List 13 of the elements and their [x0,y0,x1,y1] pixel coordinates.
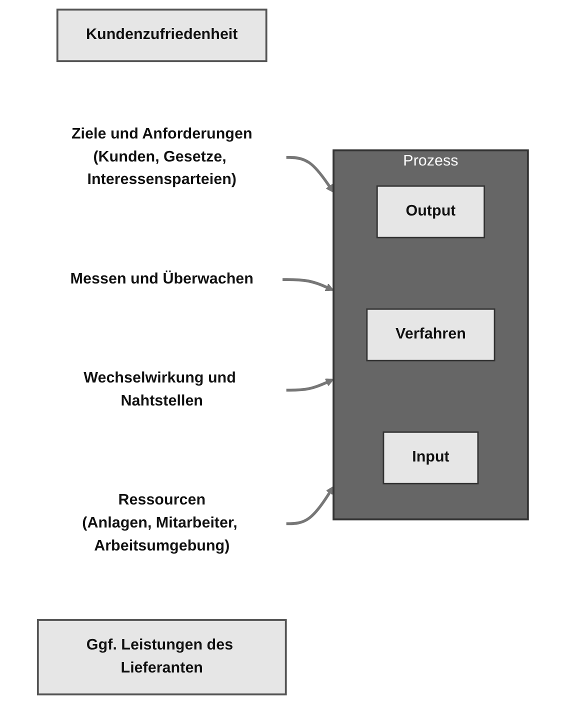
node-text: Ziele und Anforderungen (Kunden, Gesetze, Interessensparteien) [72,126,252,188]
arrow [286,378,334,392]
node-text: Wechselwirkung und Nahtstellen [84,370,236,410]
arrow [286,156,334,193]
node-box: Kundenzufriedenheit [56,8,268,62]
node-box: Verfahren [366,308,496,362]
node-box: Input [382,431,479,484]
arrow [286,486,334,526]
node-text: Ressourcen (Anlagen, Mitarbeiter, Arbeitsumgebung) [82,492,238,554]
node-text: Messen und Überwachen [70,270,254,288]
node-box: Output [376,185,486,238]
arrow [282,278,334,292]
node-box: Ggf. Leistungen des Lieferanten [37,619,287,696]
